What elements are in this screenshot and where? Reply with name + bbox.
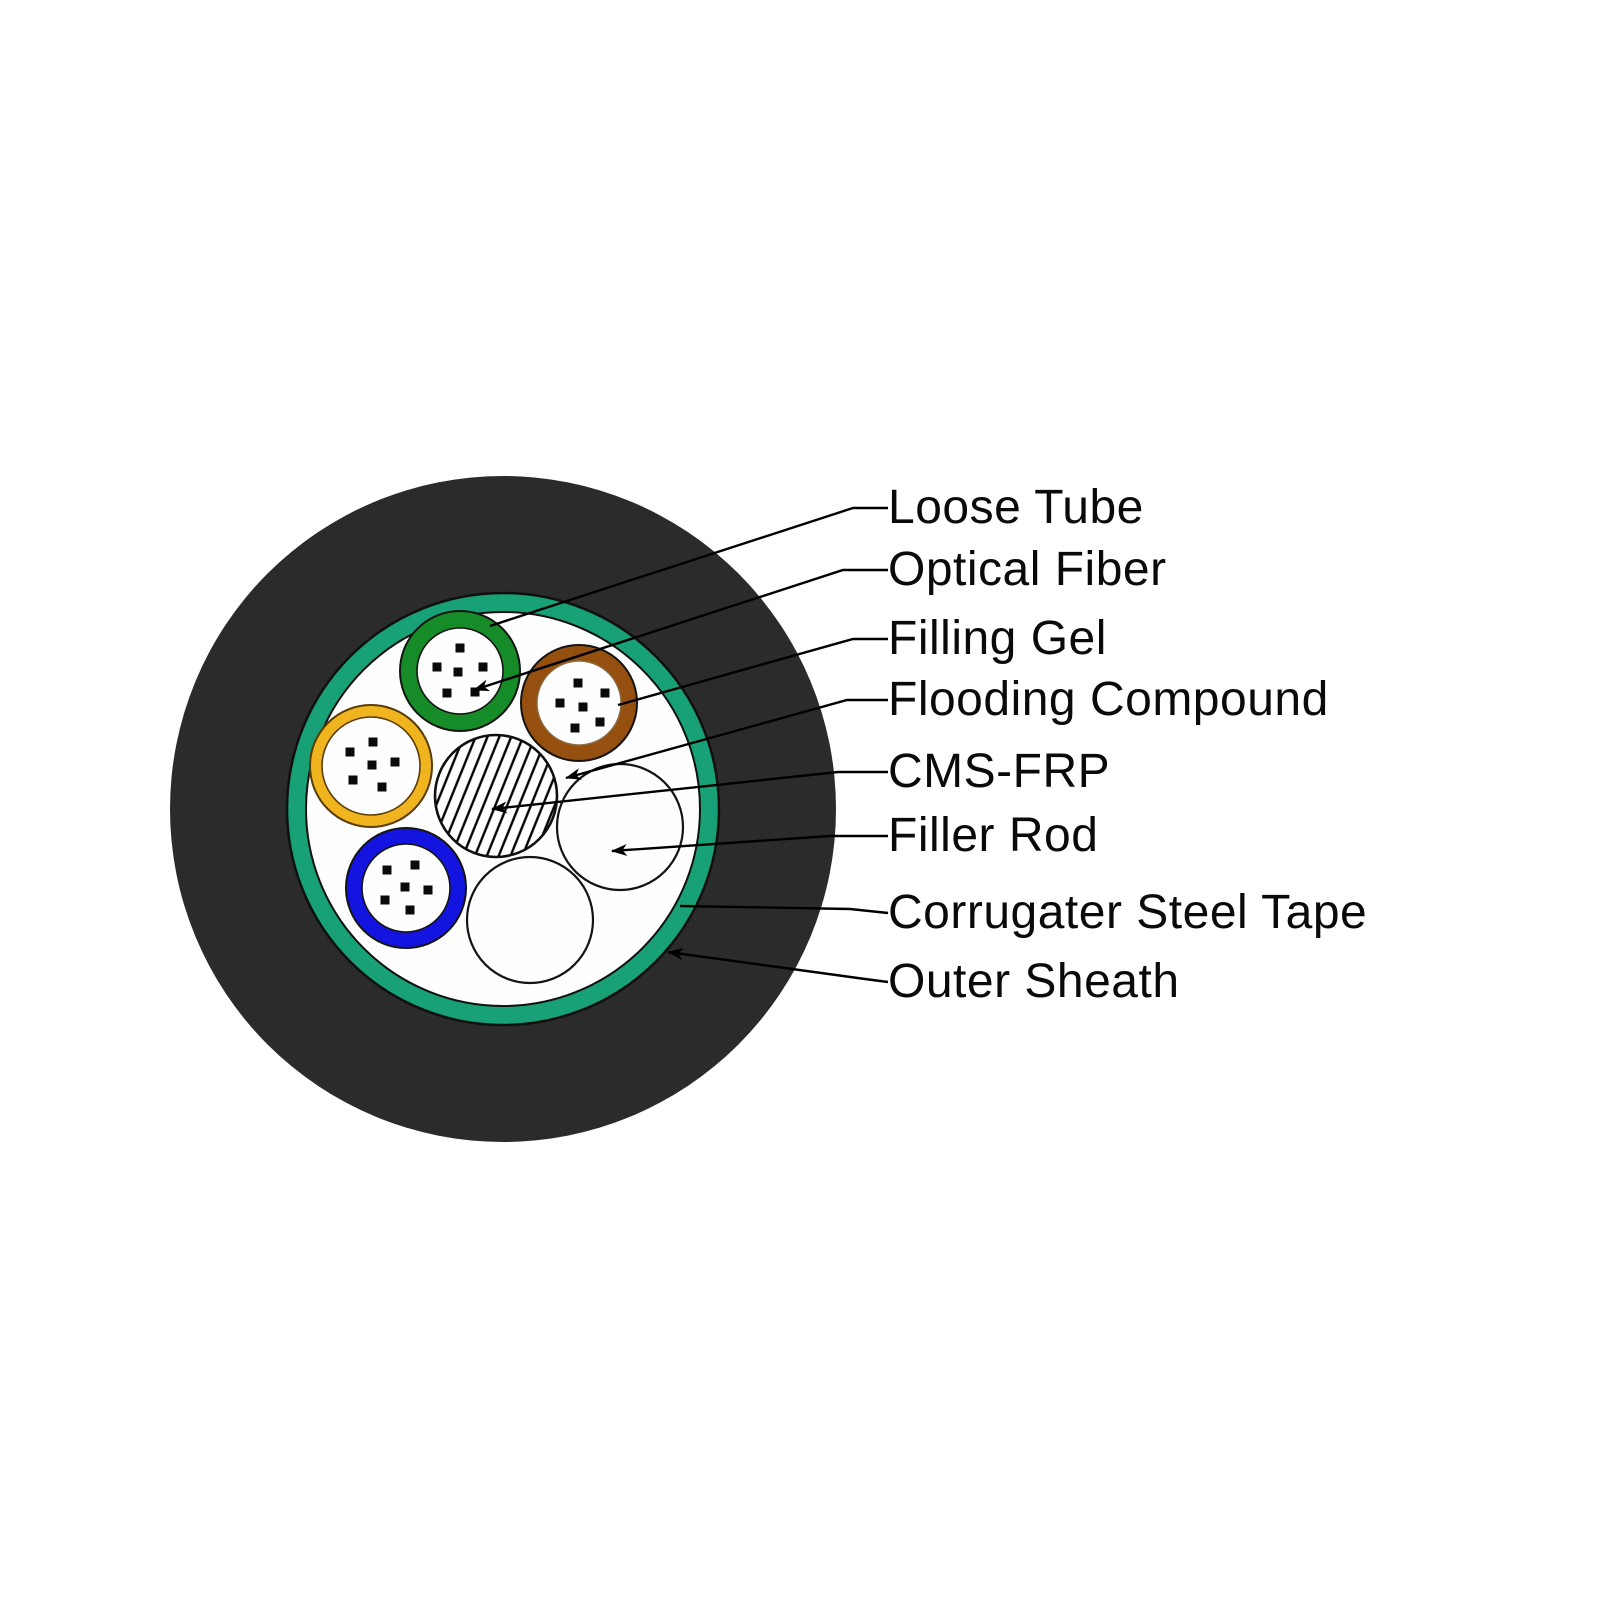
filler-rod-right: [555, 762, 685, 892]
leader-filling-gel: [617, 637, 888, 707]
leader-filler-rod: [611, 834, 888, 856]
optical-fiber-dots-green: [432, 643, 488, 698]
leader-loose-tube: [489, 506, 888, 628]
cms-frp-core: [433, 733, 559, 859]
loose-tube-yellow: [309, 704, 433, 828]
filler-rod-bottom: [465, 855, 595, 985]
label-filler-rod: Filler Rod: [888, 809, 1099, 862]
leader-outer-sheath: [667, 948, 889, 984]
leader-flooding-compound: [565, 698, 888, 780]
label-cms-frp: CMS-FRP: [888, 745, 1111, 798]
label-loose-tube: Loose Tube: [888, 481, 1144, 534]
optical-fiber-dots-brown: [555, 678, 610, 733]
label-outer-sheath: Outer Sheath: [888, 955, 1180, 1008]
leader-lines: [473, 506, 889, 984]
loose-tube-green: [399, 610, 521, 732]
label-filling-gel: Filling Gel: [888, 612, 1107, 665]
label-corrugater-steel-tape: Corrugater Steel Tape: [888, 886, 1368, 939]
optical-fiber-dots-blue: [380, 860, 433, 915]
loose-tube-blue: [345, 827, 467, 949]
leader-optical-fiber: [473, 568, 888, 692]
leader-corrugater-steel-tape: [679, 904, 889, 915]
optical-fiber-dots-yellow: [345, 737, 400, 792]
label-optical-fiber: Optical Fiber: [888, 543, 1167, 596]
loose-tube-brown: [520, 644, 638, 762]
label-flooding-compound: Flooding Compound: [888, 673, 1329, 726]
leader-cms-frp: [491, 770, 888, 814]
